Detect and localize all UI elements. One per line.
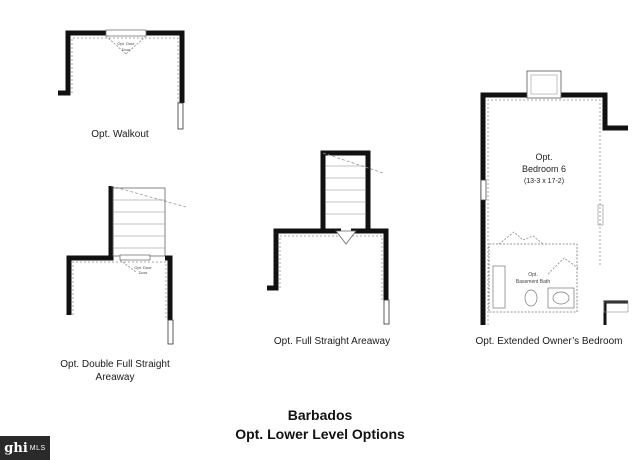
logo-mark: ghi [4,440,28,456]
bedroom-name-line1: Opt. [535,152,552,162]
walkout-plan: Opt. Door Door [58,29,185,130]
double-areaway-label-line2: Areaway [95,372,135,383]
owners-bedroom-plan: Opt. Bedroom 6 (13-3 x 17-2) Opt. Baseme… [480,70,629,325]
svg-text:Door: Door [139,270,148,275]
full-areaway-plan [267,150,390,325]
walkout-door-note: Opt. Door [117,41,135,46]
bedroom-dimensions: (13-3 x 17-2) [524,178,564,185]
bath-label-line1: Opt. [528,272,537,278]
owners-bedroom-label: Opt. Extended Owner’s Bedroom [475,336,623,347]
full-areaway-label: Opt. Full Straight Areaway [273,336,391,347]
walkout-label: Opt. Walkout [91,129,149,140]
plan-subtitle: Opt. Lower Level Options [235,426,405,442]
double-areaway-label-line1: Opt. Double Full Straight [60,359,170,370]
double-areaway-label: Opt. Double Full Straight Areaway [40,358,190,384]
bath-label-line2: Basement Bath [516,279,550,285]
double-areaway-plan: Opt. Door Door [66,185,187,345]
double-areaway-door-note: Opt. Door [134,265,152,270]
bedroom-name-line2: Bedroom 6 [522,164,566,174]
plan-title: Barbados [287,407,353,423]
mls-logo: ghi MLS [0,436,50,460]
logo-suffix: MLS [29,444,46,452]
svg-text:Door: Door [122,47,131,52]
